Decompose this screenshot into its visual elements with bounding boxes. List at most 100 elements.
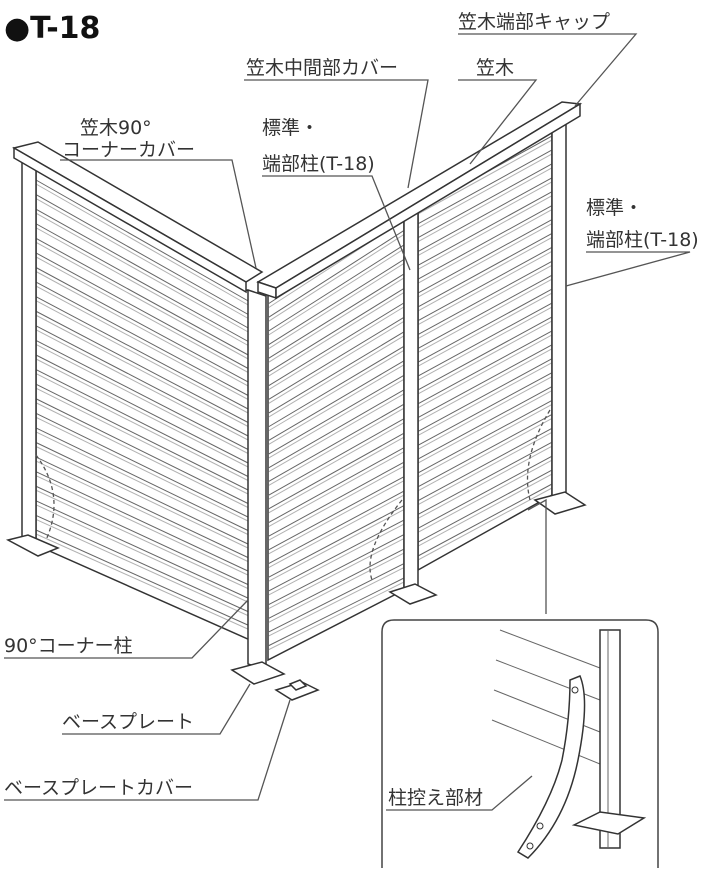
slat-shadow xyxy=(417,181,553,256)
slat xyxy=(267,519,405,592)
slat-shadow xyxy=(417,306,553,381)
slat xyxy=(417,288,553,363)
left-end-post xyxy=(21,160,37,547)
slat xyxy=(417,316,553,391)
slat xyxy=(35,500,251,600)
base-plate-corner xyxy=(230,661,286,685)
slat xyxy=(35,485,251,586)
slat-shadow xyxy=(35,504,251,604)
slat-shadow xyxy=(417,390,553,464)
slat xyxy=(417,149,553,225)
slat-shadow xyxy=(267,436,405,514)
slat xyxy=(417,233,553,308)
slat-shadow xyxy=(35,314,251,428)
slat-shadow xyxy=(267,523,405,596)
slat xyxy=(35,179,251,303)
slat xyxy=(35,514,251,613)
slat-shadow xyxy=(417,167,553,243)
slat-shadow xyxy=(267,277,405,364)
label-std-post-right-2: 端部柱(T-18) xyxy=(586,229,699,251)
slat-shadow xyxy=(35,241,251,361)
right-end-post xyxy=(551,118,567,506)
slat-shadow xyxy=(417,153,553,229)
slat-shadow xyxy=(417,250,553,326)
slat-shadow xyxy=(267,263,405,350)
slat-shadow xyxy=(417,417,553,492)
middle-panel xyxy=(267,204,405,662)
slat-shadow xyxy=(35,343,251,455)
slat xyxy=(35,529,251,627)
slat xyxy=(35,223,251,343)
slat-shadow xyxy=(417,404,553,478)
base-plate-cover-tab xyxy=(288,679,308,691)
slat xyxy=(417,177,553,252)
slat-shadow xyxy=(267,393,405,473)
slat xyxy=(417,483,553,557)
slat-shadow xyxy=(267,509,405,583)
slat-shadow xyxy=(267,538,405,610)
middle-post xyxy=(403,193,419,591)
left-panel xyxy=(5,141,264,642)
slat xyxy=(267,360,405,442)
detail-inset xyxy=(381,619,659,868)
slat-shadow xyxy=(267,451,405,528)
slat-shadow xyxy=(417,473,553,547)
slat xyxy=(267,461,405,537)
slat xyxy=(267,432,405,510)
slat xyxy=(35,456,251,559)
slat-shadow xyxy=(267,234,405,323)
label-std-post-mid-2: 端部柱(T-18) xyxy=(262,153,375,175)
slat xyxy=(417,191,553,266)
slat-shadow xyxy=(417,292,553,367)
slat-shadow xyxy=(35,256,251,374)
slat xyxy=(417,455,553,529)
slat xyxy=(417,330,553,405)
slat xyxy=(35,369,251,478)
slat xyxy=(417,413,553,488)
diagram-title: ●T-18 xyxy=(4,11,100,46)
slat xyxy=(267,476,405,551)
slat xyxy=(267,447,405,524)
slat-shadow xyxy=(417,223,553,298)
hidden-brace-right xyxy=(526,409,551,501)
slat xyxy=(417,274,553,349)
inset-base-plate xyxy=(571,811,647,835)
kasagi-left-front xyxy=(13,146,247,294)
callout-lines xyxy=(4,33,691,811)
slat xyxy=(35,252,251,370)
slat-shadow xyxy=(35,431,251,536)
slat xyxy=(417,219,553,294)
slat-shadow xyxy=(35,373,251,482)
slat-shadow xyxy=(35,416,251,523)
slat xyxy=(267,230,405,319)
slat xyxy=(417,260,553,335)
label-kasagi-mid-cover: 笠木中間部カバー xyxy=(246,57,398,79)
slat xyxy=(267,534,405,606)
slat xyxy=(35,296,251,411)
slat-shadow xyxy=(417,334,553,409)
slat-shadow xyxy=(35,285,251,401)
slat xyxy=(267,403,405,483)
label-std-post-right-1: 標準・ xyxy=(586,197,643,219)
slat-shadow xyxy=(35,489,251,590)
slat xyxy=(35,398,251,505)
slat xyxy=(267,287,405,373)
slat-shadow xyxy=(267,248,405,336)
slat-shadow xyxy=(35,446,251,550)
inset-frame xyxy=(381,619,659,868)
slat-shadow xyxy=(267,465,405,541)
label-kasagi: 笠木 xyxy=(476,57,514,79)
slat xyxy=(267,418,405,496)
slat-shadow xyxy=(417,278,553,353)
slat-shadow xyxy=(267,378,405,459)
label-kasagi-end-cap: 笠木端部キャップ xyxy=(458,11,610,33)
slat xyxy=(417,441,553,515)
slat-shadow xyxy=(267,291,405,377)
slat-shadow xyxy=(267,364,405,446)
slat-shadow xyxy=(417,431,553,506)
slat xyxy=(417,246,553,322)
slat-shadow xyxy=(35,212,251,334)
slat-shadow xyxy=(417,348,553,423)
slat xyxy=(35,412,251,519)
slat xyxy=(35,310,251,424)
